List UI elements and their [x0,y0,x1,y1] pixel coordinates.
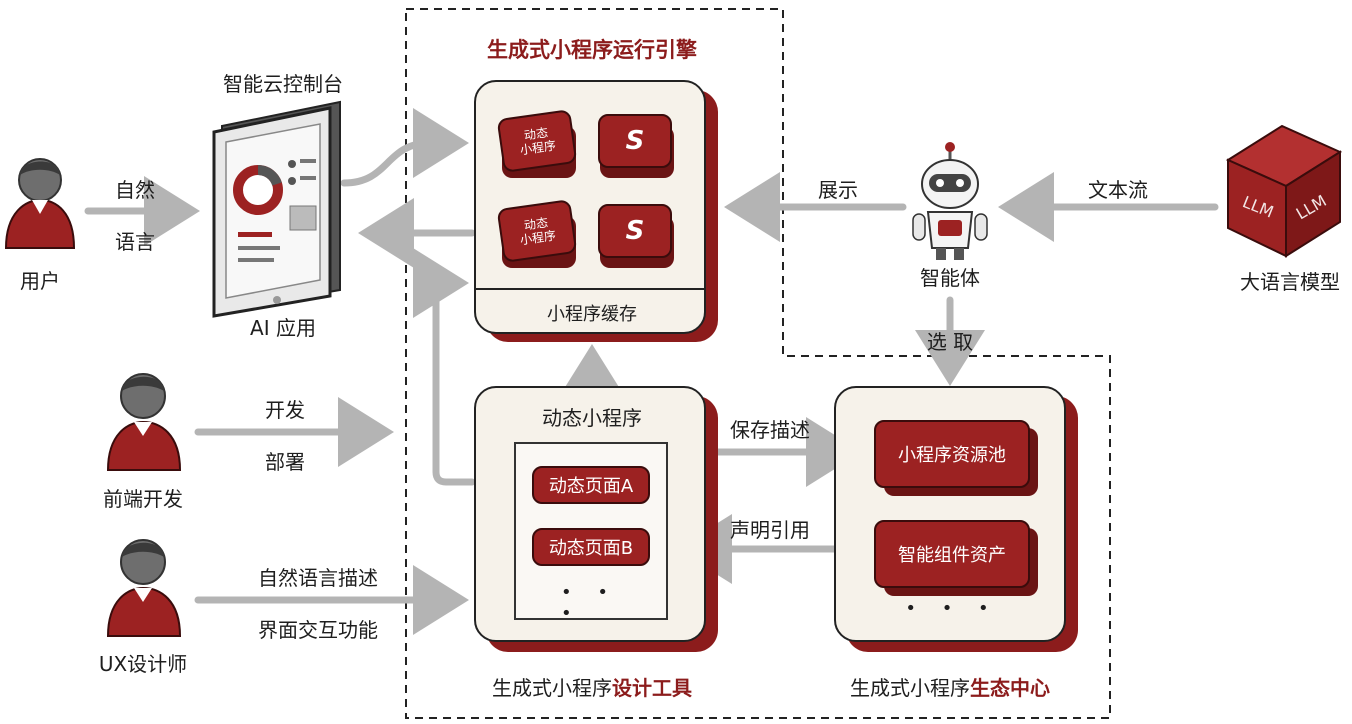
user-avatar-icon [4,158,76,249]
ux-label: UX设计师 [98,652,188,676]
declare-reference-label: 声明引用 [730,518,810,542]
cube-s-1[interactable]: S [598,114,672,168]
ecosystem-prefix: 生成式小程序 [850,676,970,700]
user-arrow-top-label: 自然 [115,178,155,202]
cube-dynamic-1[interactable]: 动态 小程序 [496,109,578,173]
ux-arrow-top-label: 自然语言描述 [258,566,378,590]
save-description-label: 保存描述 [730,418,810,442]
page-b-button[interactable]: 动态页面B [532,528,650,566]
design-panel: 动态小程序 动态页面A 动态页面B • • • [474,386,706,642]
user-label: 用户 [20,269,60,293]
engine-divider [476,288,704,290]
ecosystem-suffix: 生态中心 [970,676,1050,700]
design-tool-prefix: 生成式小程序 [492,676,612,700]
pages-more-dots: • • • [561,582,618,624]
frontend-arrow-bottom-label: 部署 [265,450,305,474]
user-arrow-bottom-label: 语言 [115,230,155,254]
design-tool-suffix: 设计工具 [612,676,692,700]
robot-agent-icon [912,142,988,260]
system-boundary [405,8,1111,719]
page-a-button[interactable]: 动态页面A [532,466,650,504]
frontend-label: 前端开发 [103,487,183,511]
tablet-app-icon [212,100,341,318]
pages-frame: 动态页面A 动态页面B • • • [514,442,668,624]
stream-label: 文本流 [1088,178,1148,202]
llm-cube-icon: LLM LLM [1225,124,1343,258]
eco-panel: 小程序资源池 智能组件资产 • • • [834,386,1066,642]
ecosystem-caption: 生成式小程序生态中心 [850,672,1050,701]
eco-more-dots: • • • [905,598,999,619]
ux-designer-avatar-icon [106,539,182,637]
frontend-arrow-top-label: 开发 [265,398,305,422]
resource-pool-button[interactable]: 小程序资源池 [874,420,1030,488]
cache-label: 小程序缓存 [547,304,637,325]
component-assets-button[interactable]: 智能组件资产 [874,520,1030,588]
select-label: 选 取 [926,330,974,354]
llm-label: 大语言模型 [1240,270,1340,294]
arrow-tool-to-engine-left [413,248,476,486]
console-title: 智能云控制台 [223,72,343,96]
cube-dynamic-2[interactable]: 动态 小程序 [496,199,578,263]
engine-title: 生成式小程序运行引擎 [487,38,697,62]
design-tool-caption: 生成式小程序设计工具 [492,672,692,701]
agent-label: 智能体 [920,266,980,290]
cube-s-2[interactable]: S [598,204,672,258]
ux-arrow-bottom-label: 界面交互功能 [258,618,378,642]
show-label: 展示 [818,178,858,202]
ai-app-label: AI 应用 [250,316,316,340]
dynamic-title: 动态小程序 [542,406,642,430]
arrow-app-to-engine [340,108,469,187]
frontend-dev-avatar-icon [106,373,182,471]
